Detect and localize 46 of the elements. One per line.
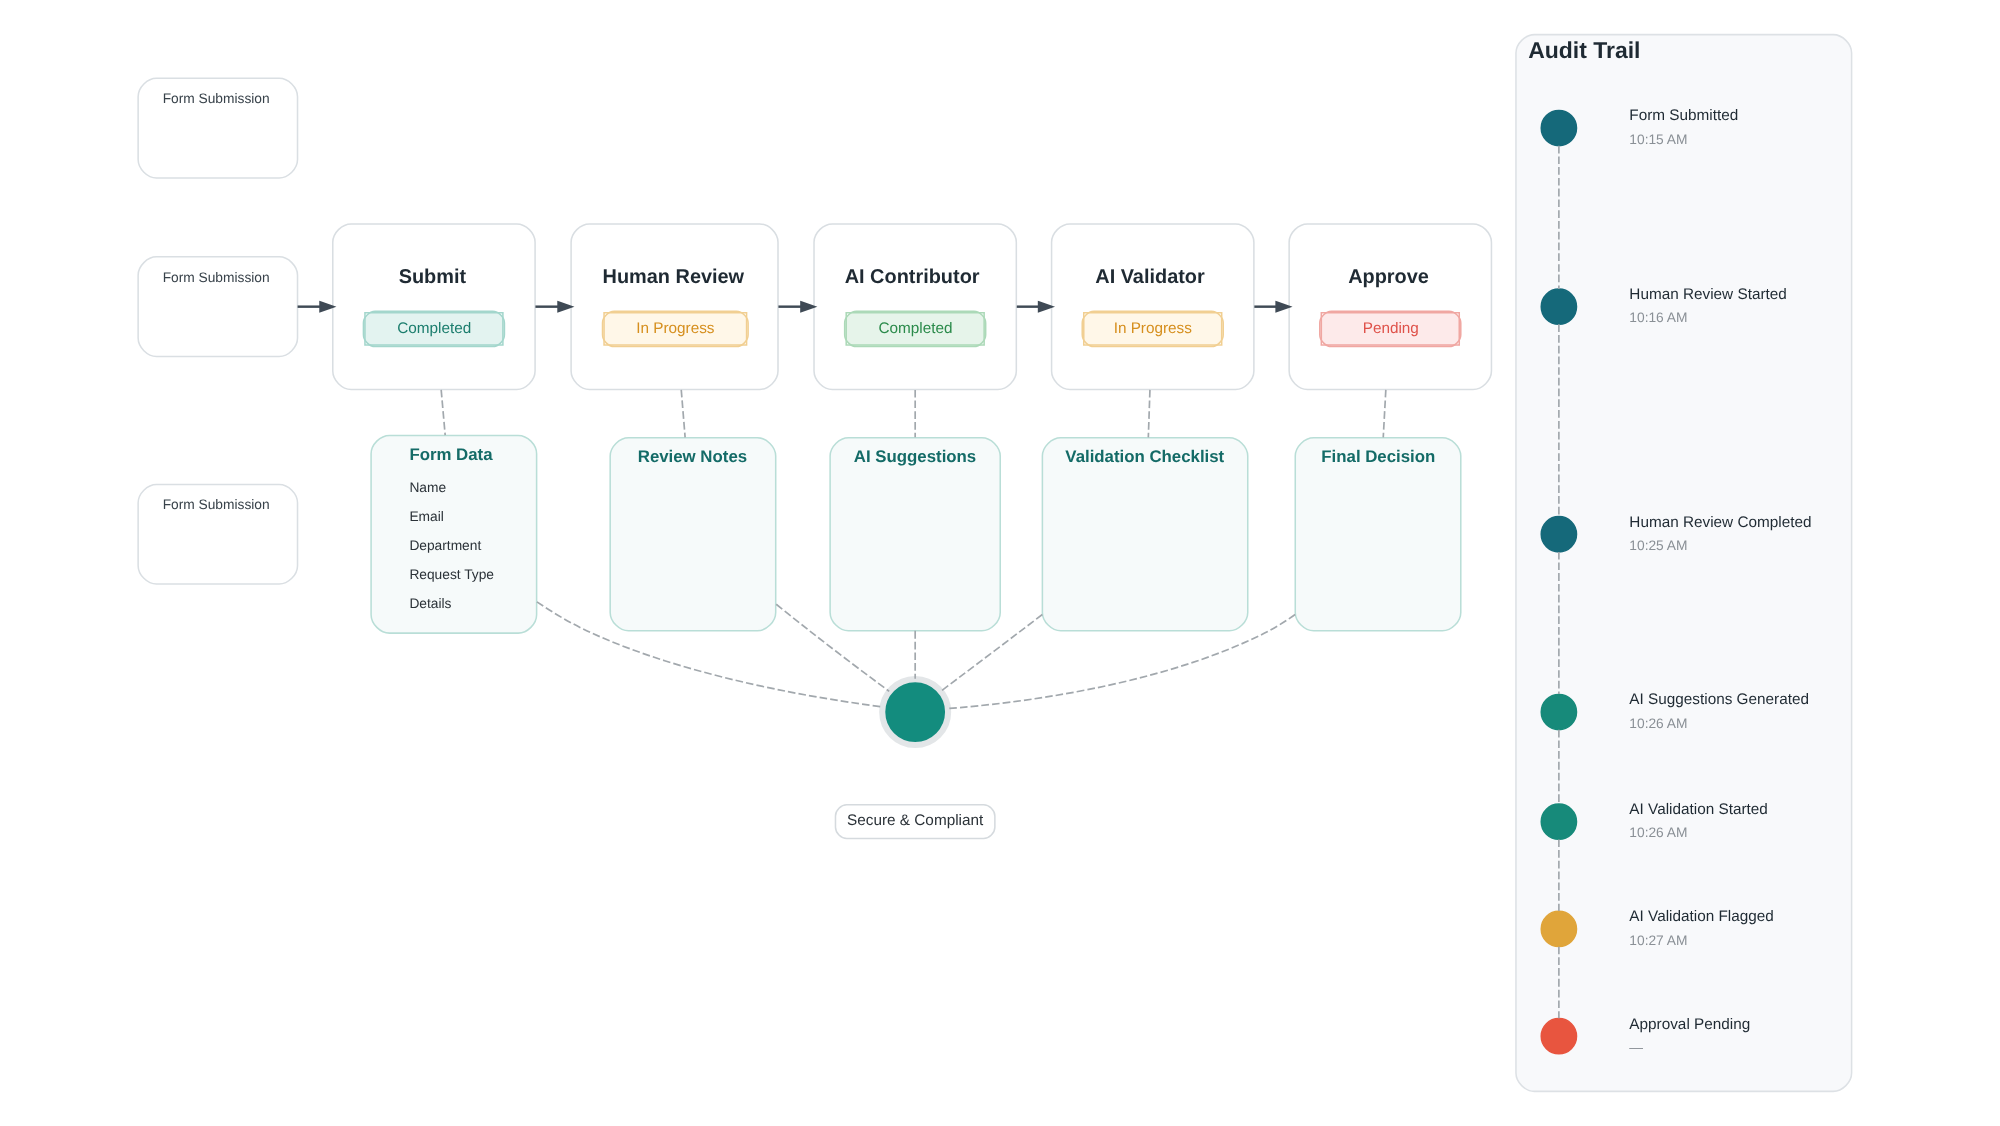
node-box: Validation Checklist [1040, 436, 1248, 632]
node-box: Secure & Compliant [833, 804, 995, 840]
node-box: Review Notes [608, 436, 776, 632]
connector [939, 613, 1043, 692]
node-box: Human Review In Progress [569, 223, 778, 391]
connector [1557, 728, 1559, 805]
connector [1381, 389, 1386, 439]
node-label: AI Validation Flagged [1628, 907, 1773, 926]
node-label: Form Submitted [1628, 106, 1738, 125]
node-circle [1539, 515, 1577, 553]
node-circle [1539, 109, 1577, 147]
node-box: Final Decision [1293, 436, 1461, 632]
connector [913, 389, 915, 439]
node-box: AI Suggestions [828, 436, 1000, 632]
node-label: AI Suggestions Generated [1628, 690, 1808, 709]
connector [1557, 838, 1559, 912]
connector [1557, 551, 1559, 695]
node-circle [1539, 803, 1577, 841]
arrow [534, 300, 574, 313]
node-label: Approval Pending [1628, 1014, 1750, 1033]
connector [946, 613, 1295, 710]
node-box: AI Validator In Progress [1049, 223, 1254, 391]
connector [1557, 945, 1559, 1019]
connector [913, 629, 915, 680]
arrow [296, 300, 336, 313]
connector [439, 389, 446, 436]
node-label: Human Review Started [1628, 285, 1786, 303]
node-circle [1539, 910, 1577, 948]
arrow [777, 300, 817, 313]
node-box: AI Contributor Completed [812, 223, 1017, 391]
node-circle [1539, 1017, 1577, 1055]
node-circle [1539, 288, 1577, 326]
arrow [1253, 300, 1292, 313]
node-label: AI Validation Started [1628, 799, 1767, 818]
connector [1146, 389, 1150, 439]
node-circle [1539, 693, 1577, 731]
connector [1557, 145, 1559, 290]
node-circle [878, 676, 951, 749]
arrow [1015, 300, 1054, 313]
node-box: Submit Completed [331, 223, 535, 391]
connector [679, 389, 685, 439]
node-box: Approve Pending [1287, 223, 1492, 391]
connector [535, 601, 883, 708]
node-label: Human Review Completed [1628, 512, 1811, 531]
connector [774, 603, 890, 693]
connector [1557, 323, 1559, 517]
